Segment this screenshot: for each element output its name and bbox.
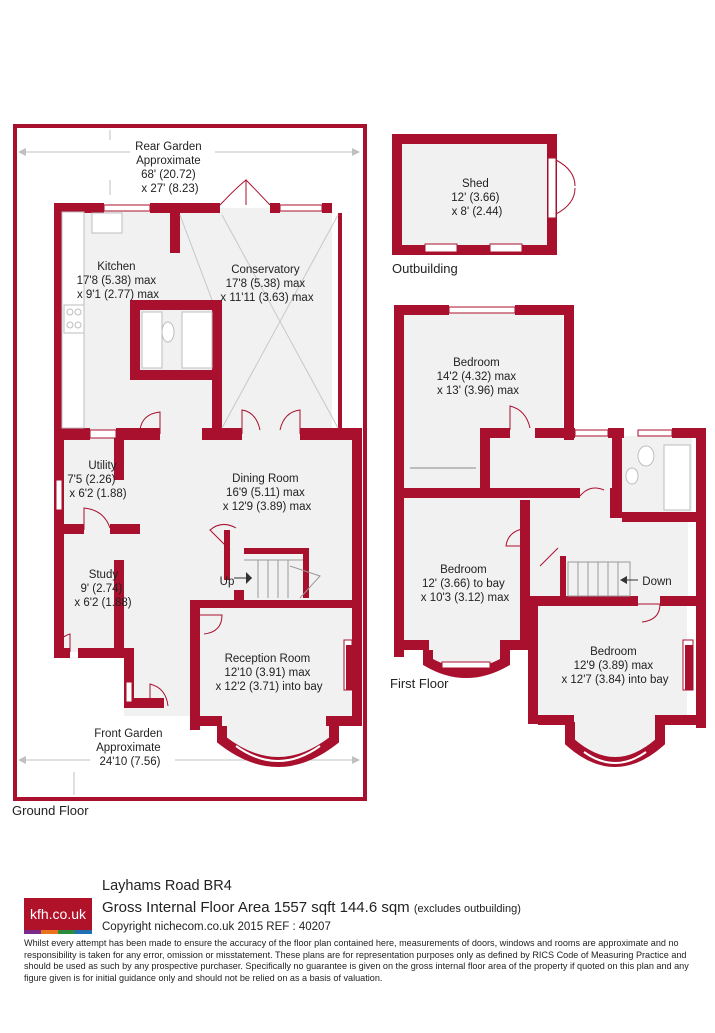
- logo-stripe: [75, 930, 92, 934]
- gia-note: (excludes outbuilding): [413, 903, 521, 915]
- ground-floor-walls: [54, 203, 362, 730]
- rear-garden-label: Rear Garden Approximate 68' (20.72) x 27…: [135, 141, 205, 195]
- first-floor-label: First Floor: [390, 676, 449, 691]
- kfh-logo: kfh.co.uk: [24, 898, 92, 930]
- kitchen-label: Kitchen 17'8 (5.38) max x 9'1 (2.77) max: [77, 261, 160, 301]
- garden-boundary: [13, 124, 367, 801]
- copyright-text: Copyright nichecom.co.uk 2015 REF : 4020…: [102, 921, 331, 933]
- conservatory-glazing-lines: [179, 214, 339, 429]
- stairs-up-label: Up: [220, 576, 235, 588]
- first-floor-plan: Bedroom 14'2 (4.32) max x 13' (3.96) max…: [390, 305, 706, 767]
- ground-floor-doors: [55, 178, 301, 708]
- logo-stripe: [24, 930, 41, 934]
- gia-value: Gross Internal Floor Area 1557 sqft 144.…: [102, 899, 410, 916]
- outbuilding-plan: Shed 12' (3.66) x 8' (2.44) Outbuilding: [392, 134, 576, 276]
- logo-stripe: [41, 930, 58, 934]
- bedroom-mid-label: Bedroom 12' (3.66) to bay x 10'3 (3.12) …: [421, 564, 510, 604]
- stairs-down-label: Down: [642, 576, 671, 588]
- floor-plan-drawing: Rear Garden Approximate 68' (20.72) x 27…: [12, 124, 706, 818]
- outbuilding-label: Outbuilding: [392, 261, 458, 276]
- reception-room-label: Reception Room 12'10 (3.91) max x 12'2 (…: [215, 653, 322, 693]
- kitchen-fittings: [61, 211, 213, 429]
- utility-label: Utility 7'5 (2.26) x 6'2 (1.88): [67, 460, 126, 500]
- conservatory-label: Conservatory 17'8 (5.38) max x 11'11 (3.…: [220, 264, 313, 304]
- ground-floor-stairs: [244, 559, 321, 599]
- disclaimer-text: Whilst every attempt has been made to en…: [24, 938, 689, 983]
- dining-room-label: Dining Room 16'9 (5.11) max x 12'9 (3.89…: [223, 473, 312, 513]
- bedroom-front-label: Bedroom 12'9 (3.89) max x 12'7 (3.84) in…: [561, 646, 668, 686]
- bedroom-rear-label: Bedroom 14'2 (4.32) max x 13' (3.96) max: [437, 357, 520, 397]
- gross-internal-area: Gross Internal Floor Area 1557 sqft 144.…: [102, 899, 521, 916]
- ground-floor-rooms-fill: [62, 208, 353, 760]
- first-floor-doors: [505, 405, 661, 623]
- ground-floor-plan: Rear Garden Approximate 68' (20.72) x 27…: [12, 124, 367, 818]
- shed-label: Shed 12' (3.66) x 8' (2.44): [451, 178, 502, 218]
- first-floor-stairs: [567, 561, 631, 597]
- study-label: Study 9' (2.74) x 6'2 (1.88): [74, 569, 131, 609]
- property-address: Layhams Road BR4: [102, 878, 232, 894]
- first-floor-walls: [394, 305, 706, 728]
- ground-floor-label: Ground Floor: [12, 803, 89, 818]
- front-garden-label: Front Garden Approximate 24'10 (7.56): [94, 728, 166, 768]
- logo-stripe: [58, 930, 75, 934]
- bathroom-fittings: [625, 444, 691, 511]
- logo-color-bar: [24, 930, 92, 934]
